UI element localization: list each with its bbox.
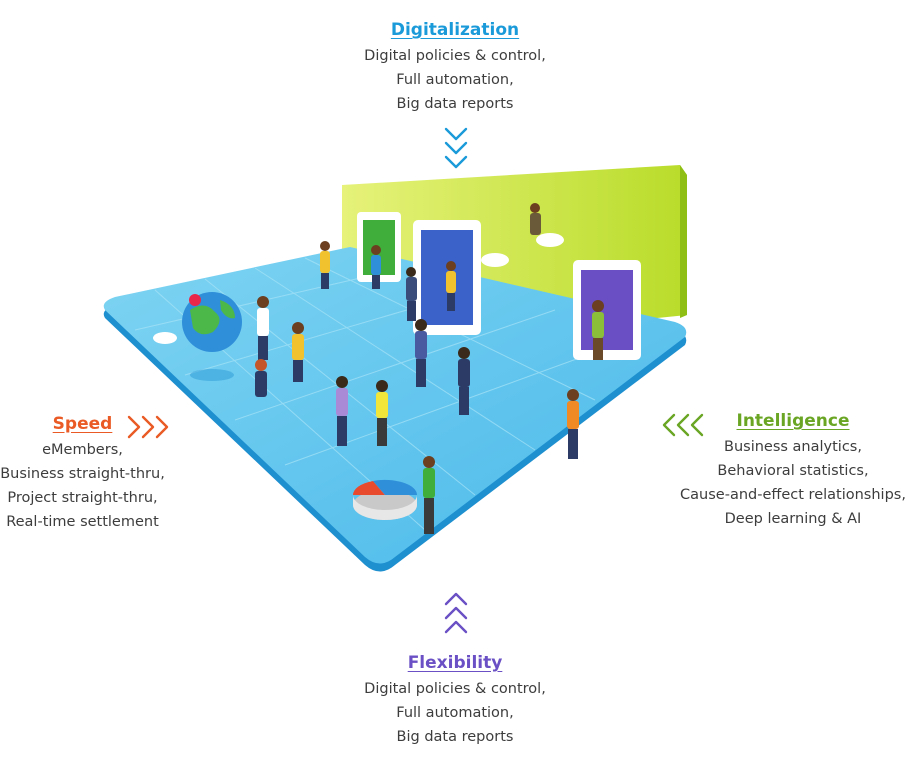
intelligence-line-1: Business analytics, [724, 439, 862, 455]
intelligence-line-3: Cause-and-effect relationships, [680, 487, 906, 503]
speed-block: Speed eMembers, Business straight-thru, … [0, 414, 165, 534]
person-icon [320, 241, 330, 289]
wall-screen-right [573, 260, 641, 360]
person-icon [406, 267, 417, 321]
digitalization-line-1: Digital policies & control, [364, 48, 546, 64]
person-icon [567, 389, 579, 459]
cloud-icons [481, 233, 564, 267]
intelligence-line-4: Deep learning & AI [724, 511, 862, 527]
person-icon [446, 261, 456, 311]
speed-title: Speed [52, 414, 113, 434]
left-chevrons-icon [662, 413, 704, 437]
person-icon [530, 203, 541, 235]
right-chevrons-icon [127, 415, 169, 439]
intelligence-line-2: Behavioral statistics, [717, 463, 869, 479]
speed-line-1: eMembers, [42, 442, 123, 458]
speed-line-4: Real-time settlement [6, 514, 159, 530]
flexibility-line-2: Full automation, [396, 705, 514, 721]
flexibility-block: Flexibility Digital policies & control, … [330, 653, 580, 749]
intelligence-block: Intelligence Business analytics, Behavio… [676, 411, 910, 531]
flexibility-line-3: Big data reports [396, 729, 514, 745]
flexibility-line-1: Digital policies & control, [364, 681, 546, 697]
pie-chart-icon [352, 479, 418, 520]
person-icon [292, 322, 304, 382]
up-chevrons-icon [444, 592, 468, 634]
person-icon [592, 300, 604, 360]
person-icon [371, 245, 381, 289]
digitalization-line-3: Big data reports [396, 96, 514, 112]
person-icon [423, 456, 435, 534]
digitalization-line-2: Full automation, [396, 72, 514, 88]
person-icon [255, 359, 267, 397]
digitalization-block: Digitalization Digital policies & contro… [330, 20, 580, 116]
speed-line-3: Project straight-thru, [7, 490, 158, 506]
person-icon [458, 347, 470, 415]
person-icon [376, 380, 388, 446]
speed-line-2: Business straight-thru, [0, 466, 165, 482]
globe-icon [153, 292, 242, 381]
person-icon [415, 319, 427, 387]
intelligence-title: Intelligence [736, 411, 850, 431]
flexibility-title: Flexibility [407, 653, 503, 673]
person-icon [257, 296, 269, 360]
digitalization-title: Digitalization [390, 20, 520, 40]
isometric-office-illustration [103, 165, 687, 572]
person-icon [336, 376, 348, 446]
down-chevrons-icon [444, 127, 468, 169]
people-figures [255, 203, 604, 534]
